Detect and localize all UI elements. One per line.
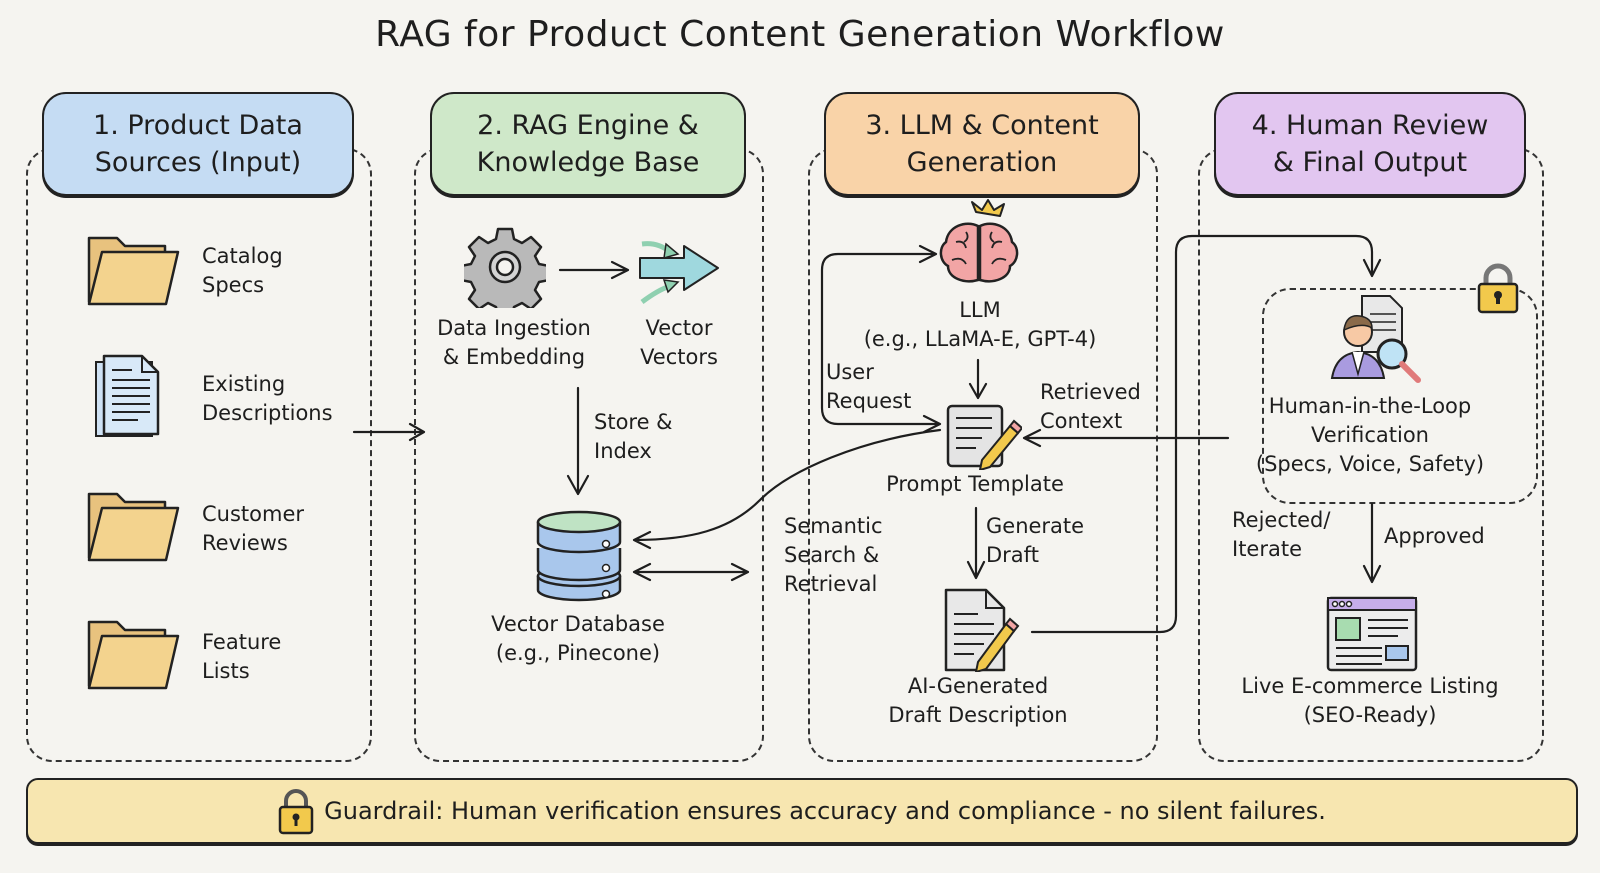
lane-header-3: 3. LLM & Content Generation: [824, 92, 1140, 196]
edge-store-index: Store & Index: [594, 410, 673, 463]
human-reviewer-icon: [1330, 295, 1421, 383]
web-listing-icon: [1326, 596, 1418, 672]
lane-header-3-text: 3. LLM & Content Generation: [865, 110, 1099, 178]
diagram-title: RAG for Product Content Generation Workf…: [375, 14, 1225, 55]
source-customer-reviews: Customer Reviews: [202, 502, 305, 555]
lock-icon: [1477, 263, 1519, 314]
lane-product-data: [26, 148, 372, 762]
edge-approved: Approved: [1384, 524, 1485, 548]
vector-arrows-icon: [639, 241, 719, 305]
edge-retrieved-context: Retrieved Context: [1040, 380, 1141, 433]
node-prompt-template: Prompt Template: [886, 472, 1064, 496]
edge-user-request: User Request: [826, 360, 912, 413]
edge-rejected-iterate: Rejected/ Iterate: [1232, 508, 1331, 561]
folder-icon: [87, 236, 180, 306]
prompt-template-icon: [946, 404, 1022, 470]
node-hitl-verification: Human-in-the-Loop Verification (Specs, V…: [1255, 394, 1485, 476]
lock-icon: [278, 789, 314, 835]
folder-icon: [87, 492, 180, 562]
lane-header-4: 4. Human Review & Final Output: [1214, 92, 1526, 196]
node-live-listing: Live E-commerce Listing (SEO-Ready): [1241, 674, 1499, 727]
lane-header-4-text: 4. Human Review & Final Output: [1251, 110, 1489, 178]
lane-header-2-text: 2. RAG Engine & Knowledge Base: [476, 110, 700, 178]
source-existing-descriptions: Existing Descriptions: [202, 372, 333, 425]
lane-header-2: 2. RAG Engine & Knowledge Base: [430, 92, 746, 196]
lane-header-1: 1. Product Data Sources (Input): [42, 92, 354, 196]
gear-icon: [464, 227, 546, 308]
source-feature-lists: Feature Lists: [202, 630, 282, 683]
edge-generate-draft: Generate Draft: [986, 514, 1085, 567]
guardrail-text: Guardrail: Human verification ensures ac…: [324, 797, 1326, 825]
node-ai-draft: AI-Generated Draft Description: [888, 674, 1068, 727]
node-vectors: Vector Vectors: [640, 316, 718, 369]
lane-header-1-text: 1. Product Data Sources (Input): [93, 110, 303, 178]
brain-crown-icon: [939, 199, 1019, 283]
node-data-ingestion: Data Ingestion & Embedding: [437, 316, 591, 369]
draft-document-icon: [944, 588, 1020, 672]
folder-icon: [87, 620, 180, 690]
document-stack-icon: [95, 354, 160, 437]
guardrail-banner: Guardrail: Human verification ensures ac…: [26, 778, 1578, 844]
database-icon: [536, 510, 622, 602]
node-vector-database: Vector Database (e.g., Pinecone): [491, 612, 665, 665]
node-llm: LLM (e.g., LLaMA-E, GPT-4): [863, 298, 1097, 351]
edge-semantic-search: Semantic Search & Retrieval: [784, 514, 883, 596]
source-catalog-specs: Catalog Specs: [202, 244, 283, 297]
